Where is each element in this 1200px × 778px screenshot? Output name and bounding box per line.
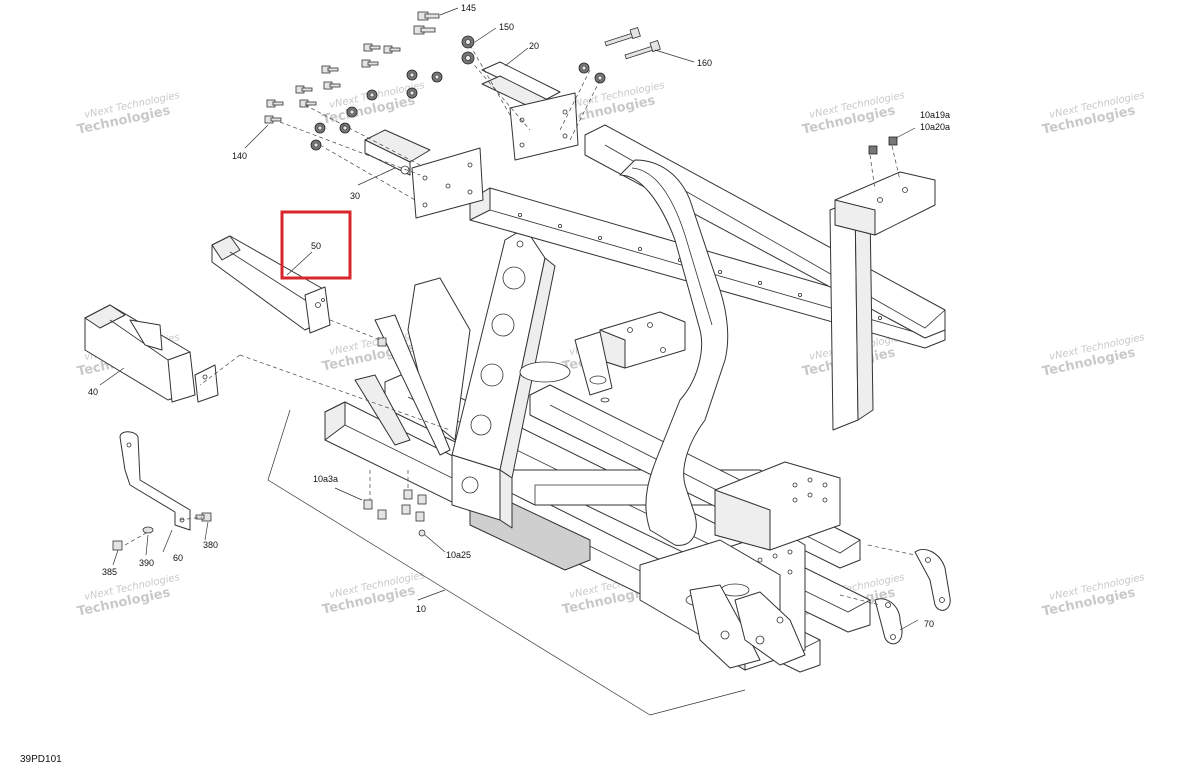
- part-20-bracket: [481, 61, 579, 161]
- part-70-link: [874, 548, 951, 645]
- plate-holes: [422, 162, 473, 208]
- plate-holes: [519, 109, 568, 148]
- callout-labels: 145 150 20 160 140 30 50 40 10a19a 10a20…: [88, 3, 950, 629]
- watermark: vNext Technologies Technologies: [76, 90, 181, 138]
- callout-label: 70: [924, 619, 934, 629]
- diagram-code: 39PD101: [20, 754, 62, 765]
- nut-icon: [461, 35, 475, 65]
- callout-label: 380: [203, 540, 218, 550]
- part-60-bracket: [119, 431, 191, 531]
- bolt-icon: [413, 11, 440, 35]
- screw-icon: [418, 529, 426, 537]
- callout-label: 40: [88, 387, 98, 397]
- bolt-icon: [112, 512, 212, 551]
- bolt-icon: [604, 27, 661, 60]
- main-frame: [324, 124, 946, 673]
- nut-icon: [363, 489, 427, 522]
- part-30-plate: [364, 129, 484, 219]
- callout-label: 145: [461, 3, 476, 13]
- callout-label: 60: [173, 553, 183, 563]
- callout-label: 10a25: [446, 550, 471, 560]
- callout-label: 140: [232, 151, 247, 161]
- nut-icon: [578, 62, 606, 84]
- callout-label: 160: [697, 58, 712, 68]
- watermark: vNext Technologies Technologies: [1041, 332, 1146, 380]
- watermark: vNext Technologies Technologies: [801, 90, 906, 138]
- pin-icon: [377, 337, 387, 347]
- watermark: vNext Technologies Technologies: [1041, 90, 1146, 138]
- callout-label: 385: [102, 567, 117, 577]
- callout-label: 30: [350, 191, 360, 201]
- callout-label: 150: [499, 22, 514, 32]
- callout-label: 10a19a: [920, 110, 950, 120]
- leader-lines: [99, 7, 919, 716]
- part-40-bracket: [84, 304, 219, 403]
- watermark: vNext Technologies Technologies: [76, 572, 181, 620]
- callout-label: 390: [139, 558, 154, 568]
- highlight-box: [280, 210, 352, 280]
- cap-screw-icon: [868, 136, 898, 155]
- bolt-icon: [264, 43, 401, 124]
- bracket-holes: [792, 477, 828, 503]
- part-50-bracket: [211, 235, 331, 334]
- watermark: vNext Technologies Technologies: [1041, 572, 1146, 620]
- callout-label: 50: [311, 241, 321, 251]
- fasteners: [112, 11, 898, 551]
- watermark: vNext Technologies Technologies: [321, 570, 426, 618]
- nut-icon: [310, 69, 443, 151]
- callout-label: 10a20a: [920, 122, 950, 132]
- callout-label: 10a3a: [313, 474, 338, 484]
- callout-label: 20: [529, 41, 539, 51]
- callout-label: 10: [416, 604, 426, 614]
- assembly-lines: [124, 44, 916, 606]
